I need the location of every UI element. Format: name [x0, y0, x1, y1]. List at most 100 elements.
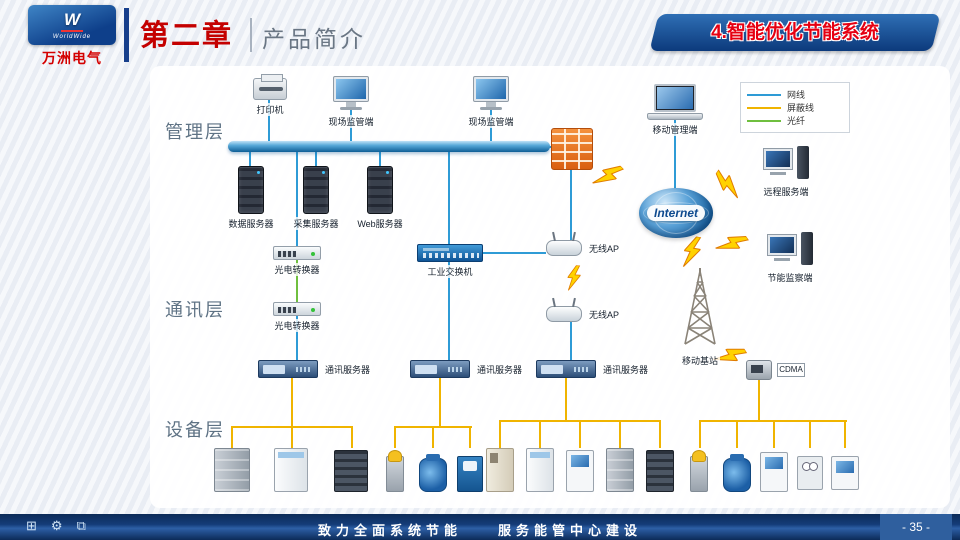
shielded-line: [439, 378, 441, 426]
header-divider: [250, 18, 252, 52]
monitor-icon: [333, 76, 369, 102]
media-converter-icon: [273, 246, 321, 260]
desktop-computer-icon: [763, 146, 809, 182]
equipment-flowmeter-icon: [457, 456, 483, 492]
company-logo: W WorldWide: [28, 5, 116, 45]
node-data-server: 数据服务器: [222, 166, 280, 230]
media-converter-icon: [273, 302, 321, 316]
network-line: [483, 252, 546, 254]
equipment-display-panel-icon: [760, 452, 788, 492]
lightning-bolt-icon: [681, 235, 702, 269]
page-number: - 35 -: [880, 514, 952, 540]
fiber-line: [296, 260, 298, 302]
layer-label-device: 设备层: [165, 420, 225, 440]
firewall-icon: [551, 128, 593, 170]
comm-server-icon: [410, 360, 470, 378]
node-label: 工业交换机: [425, 265, 475, 278]
node-label: 无线AP: [587, 241, 622, 255]
comm-server-icon: [258, 360, 318, 378]
equipment-control-cabinet-icon: [526, 448, 554, 492]
legend-row-network: 网线: [747, 88, 843, 101]
node-cdma: CDMA: [746, 360, 805, 380]
equipment-server-cabinet-icon: [646, 450, 674, 492]
wireless-ap-icon: [546, 306, 582, 322]
network-line: [570, 322, 572, 360]
lightning-bolt-icon: [566, 264, 582, 291]
node-label: 节能监察端: [765, 271, 815, 284]
node-label: 远程服务端: [761, 185, 811, 198]
shielded-line: [394, 426, 396, 448]
node-label: Web服务器: [355, 217, 405, 230]
shielded-line: [351, 426, 353, 448]
content-panel: [150, 66, 950, 508]
equipment-pump-icon: [419, 458, 447, 492]
internet-globe-icon: Internet: [639, 188, 713, 238]
node-label: 打印机: [254, 103, 286, 116]
footer-gear-icon: ⚙: [50, 518, 63, 533]
node-label: 采集服务器: [291, 217, 341, 230]
fiber-line-sample: [747, 119, 781, 122]
section-banner: 4.智能优化节能系统: [649, 14, 941, 51]
cdma-modem-icon: [746, 360, 772, 380]
node-web-server: Web服务器: [351, 166, 409, 230]
node-label: 现场监管端: [466, 115, 516, 128]
footer-icons: ⊞ ⚙ ⧉: [26, 519, 86, 532]
equipment-display-panel-icon: [831, 456, 859, 490]
monitor-icon: [473, 76, 509, 102]
node-label: 通讯服务器: [323, 362, 373, 376]
node-optical-converter-2: 光电转换器: [260, 302, 334, 332]
node-comm-server-1: 通讯服务器: [258, 360, 373, 378]
node-printer: 打印机: [240, 74, 300, 116]
shielded-line-sample: [747, 106, 781, 109]
legend-label: 光纤: [787, 116, 806, 126]
switch-icon: [417, 244, 483, 262]
section-banner-text: 4.智能优化节能系统: [711, 22, 879, 43]
shielded-line: [432, 426, 434, 448]
node-firewall: [551, 128, 593, 170]
shielded-line: [565, 378, 567, 420]
brand-name: 万洲电气: [42, 50, 102, 66]
layer-label-communication: 通讯层: [165, 300, 225, 320]
shielded-line: [699, 420, 701, 448]
node-label: 移动管理端: [650, 123, 700, 136]
node-label: 移动基站: [679, 354, 720, 367]
node-wireless-ap-1: 无线AP: [546, 240, 622, 256]
equipment-display-panel-icon: [566, 450, 594, 492]
footer-bar: ⊞ ⚙ ⧉ 致力全面系统节能 服务能管中心建设 - 35 -: [0, 514, 960, 540]
internet-label: Internet: [646, 205, 706, 221]
equipment-server-cabinet-icon: [334, 450, 368, 492]
node-label: CDMA: [777, 363, 805, 377]
network-line: [249, 152, 251, 168]
node-label: 光电转换器: [272, 319, 322, 332]
shielded-line: [659, 420, 661, 448]
page-title: 产品简介: [262, 26, 366, 52]
equipment-control-cabinet-icon: [274, 448, 308, 492]
network-line: [296, 316, 298, 360]
node-mobile-management: 移动管理端: [632, 84, 718, 136]
header-accent-bar: [124, 8, 129, 62]
node-monitor-2: 现场监管端: [457, 76, 525, 128]
node-label: 光电转换器: [272, 263, 322, 276]
node-remote-server: 远程服务端: [748, 146, 824, 198]
legend: 网线 屏蔽线 光纤: [740, 82, 850, 133]
node-label: 通讯服务器: [475, 362, 525, 376]
radio-tower-icon: [677, 268, 723, 351]
lightning-bolt-icon: [712, 341, 748, 372]
lightning-bolt-icon: [710, 168, 745, 199]
node-label: 现场监管端: [326, 115, 376, 128]
logo-w-icon: W: [63, 9, 81, 29]
network-line: [268, 100, 270, 142]
wireless-ap-icon: [546, 240, 582, 256]
node-optical-converter-1: 光电转换器: [260, 246, 334, 276]
laptop-icon: [647, 84, 703, 120]
shielded-line: [579, 420, 581, 448]
shielded-line: [758, 380, 760, 420]
equipment-power-cabinet-icon: [486, 448, 514, 492]
node-comm-server-3: 通讯服务器: [536, 360, 651, 378]
shielded-line: [499, 420, 501, 448]
comm-server-icon: [536, 360, 596, 378]
shielded-line: [231, 426, 233, 448]
printer-icon: [253, 74, 287, 100]
legend-label: 屏蔽线: [787, 103, 815, 113]
